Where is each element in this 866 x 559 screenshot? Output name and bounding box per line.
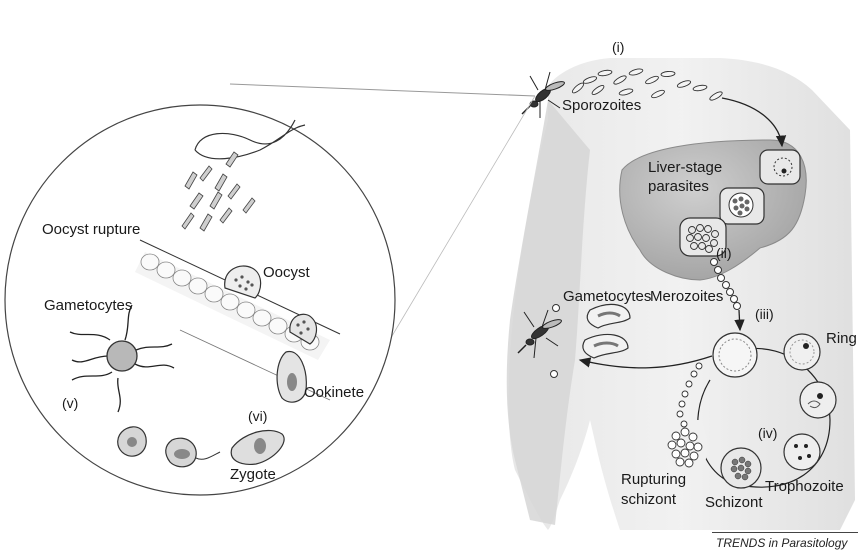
label-liver-stage-parasites: Liver-stage parasites (648, 159, 722, 197)
label-schizont: Schizont (705, 495, 763, 510)
label-zygote: Zygote (230, 467, 276, 482)
label-ookinete: Ookinete (304, 385, 364, 400)
label-ring: Ring (826, 331, 857, 346)
label-rupturing-schizont: Rupturing schizont (621, 470, 686, 509)
stage-number-i: (i) (612, 40, 624, 54)
label-oocyst: Oocyst (263, 265, 310, 280)
stage-number-ii: (ii) (716, 246, 732, 260)
label-gametocytes-left: Gametocytes (44, 298, 132, 313)
label-trophozoite: Trophozoite (765, 479, 844, 494)
stage-number-iv: (iv) (758, 426, 777, 440)
credit-rule (712, 532, 858, 533)
label-merozoites: Merozoites (650, 289, 723, 304)
stage-number-vi: (vi) (248, 409, 267, 423)
journal-credit: TRENDS in Parasitology (716, 537, 847, 549)
label-gametocytes-right: Gametocytes (563, 289, 651, 304)
stage-number-iii: (iii) (755, 307, 774, 321)
zoom-line-top (230, 84, 535, 96)
stage-number-v: (v) (62, 396, 78, 410)
label-sporozoites: Sporozoites (562, 98, 641, 113)
label-oocyst-rupture: Oocyst rupture (42, 222, 140, 237)
